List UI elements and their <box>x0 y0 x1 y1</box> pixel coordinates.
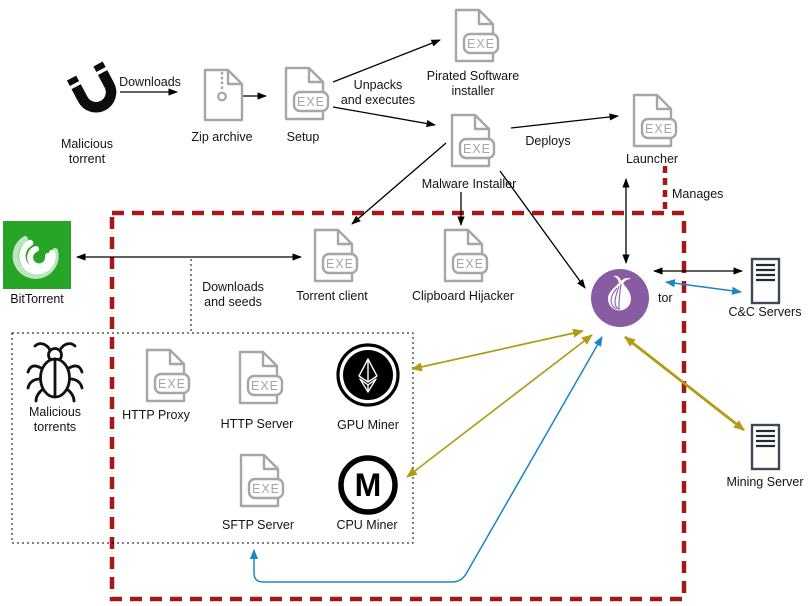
mining-server-icon <box>750 423 782 471</box>
http-proxy-label: HTTP Proxy <box>122 408 190 422</box>
monero-icon: M <box>337 454 399 516</box>
zip-archive-icon <box>196 68 250 122</box>
unpacks-executes-edge-label: Unpacks and executes <box>340 78 416 108</box>
torrent-client-label: Torrent client <box>296 289 368 303</box>
svg-text:EXE: EXE <box>251 379 279 393</box>
zip-archive-label: Zip archive <box>191 130 253 144</box>
torrent-client-exe-icon: EXE <box>306 228 362 283</box>
bug-icon <box>25 339 85 405</box>
malicious-torrents-label: Malicious torrents <box>28 405 82 435</box>
manages-edge-label: Manages <box>672 187 724 201</box>
svg-text:EXE: EXE <box>456 257 484 271</box>
tor-label: tor <box>658 291 673 305</box>
clipboard-hijacker-exe-icon: EXE <box>436 228 492 283</box>
http-server-label: HTTP Server <box>220 417 294 431</box>
svg-text:EXE: EXE <box>158 377 186 391</box>
gpu-miner-label: GPU Miner <box>337 418 399 432</box>
http-server-exe-icon: EXE <box>231 350 287 405</box>
mining-server-label: Mining Server <box>726 475 804 489</box>
svg-text:EXE: EXE <box>252 482 280 496</box>
cpu-miner-label: CPU Miner <box>336 518 398 532</box>
setup-exe-icon: EXE <box>277 66 333 121</box>
launcher-label: Launcher <box>625 152 679 166</box>
svg-text:M: M <box>355 467 382 503</box>
magnet-icon <box>57 54 135 132</box>
bittorrent-icon <box>3 221 71 289</box>
sftp-server-label: SFTP Server <box>221 518 294 532</box>
blue-arrows <box>249 279 742 583</box>
malware-installer-label: Malware Installer <box>421 177 517 191</box>
pirated-installer-exe-icon: EXE <box>447 8 503 63</box>
tor-icon <box>590 268 650 328</box>
svg-text:EXE: EXE <box>467 37 495 51</box>
bittorrent-label: BitTorrent <box>10 292 64 306</box>
downloads-seeds-edge-label: Downloads and seeds <box>202 280 264 310</box>
svg-text:EXE: EXE <box>645 122 673 136</box>
sftp-server-exe-icon: EXE <box>232 453 288 508</box>
pirated-installer-label: Pirated Software installer <box>426 69 520 99</box>
svg-text:EXE: EXE <box>463 142 491 156</box>
malware-installer-exe-icon: EXE <box>443 113 499 168</box>
clipboard-hijacker-label: Clipboard Hijacker <box>411 289 515 303</box>
svg-text:EXE: EXE <box>297 95 325 109</box>
yellow-arrows <box>406 328 745 478</box>
malicious-torrent-label: Malicious torrent <box>60 137 114 167</box>
svg-text:EXE: EXE <box>326 257 354 271</box>
black-arrows <box>76 39 743 289</box>
downloads-edge-label: Downloads <box>119 75 181 89</box>
deploys-edge-label: Deploys <box>525 134 571 148</box>
cc-servers-label: C&C Servers <box>728 305 802 319</box>
http-proxy-exe-icon: EXE <box>138 348 194 403</box>
setup-label: Setup <box>286 130 320 144</box>
cc-server-icon <box>750 257 782 305</box>
ethereum-icon <box>335 342 401 408</box>
launcher-exe-icon: EXE <box>625 93 681 148</box>
